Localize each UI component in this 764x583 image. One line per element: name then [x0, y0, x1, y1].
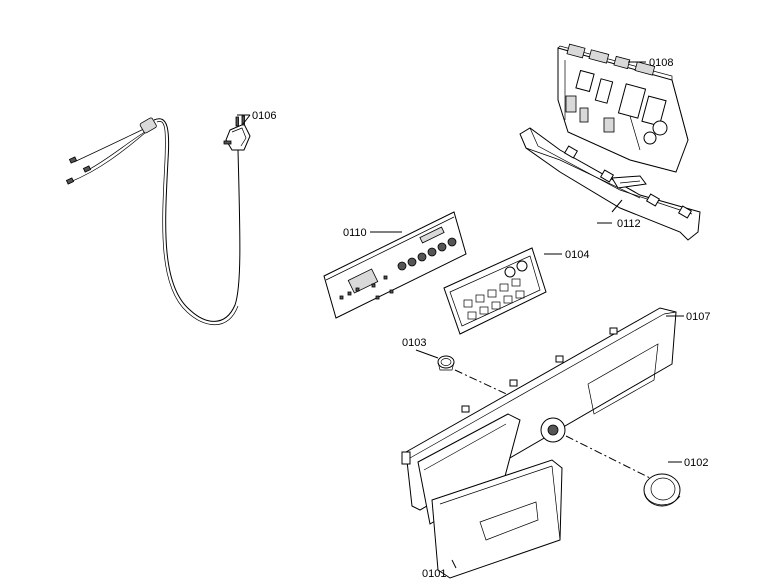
part-0103-button-cap[interactable]: [437, 355, 455, 371]
part-0112-bracket[interactable]: [519, 127, 701, 241]
part-0101-drawer-handle[interactable]: [431, 459, 563, 579]
part-0108-control-module[interactable]: [557, 43, 689, 173]
label-0106: 0106: [252, 110, 276, 122]
alignment-line-0103: [454, 369, 516, 399]
part-0102-knob-ring[interactable]: [643, 473, 681, 507]
part-0110-display-pcb[interactable]: [323, 211, 467, 319]
label-0102: 0102: [684, 457, 708, 469]
callout-0110: 0110: [343, 227, 402, 239]
callout-0101: 0101: [422, 559, 457, 580]
part-0104-button-carrier[interactable]: [443, 247, 547, 335]
part-0106-power-cord[interactable]: [65, 114, 251, 325]
callout-0102: 0102: [668, 457, 708, 469]
label-0101: 0101: [422, 568, 446, 580]
label-0112: 0112: [617, 218, 641, 230]
callout-0107: 0107: [666, 311, 710, 323]
label-0108: 0108: [649, 57, 673, 69]
callout-0108: 0108: [628, 57, 673, 69]
callout-0112: 0112: [597, 218, 641, 230]
label-0110: 0110: [343, 227, 367, 239]
label-0103: 0103: [402, 337, 426, 349]
label-0107: 0107: [686, 311, 710, 323]
callout-0104: 0104: [544, 249, 589, 261]
callout-0106: 0106: [237, 110, 276, 122]
label-0104: 0104: [565, 249, 589, 261]
callout-0103: 0103: [402, 337, 439, 359]
alignment-line-0102: [565, 435, 651, 479]
